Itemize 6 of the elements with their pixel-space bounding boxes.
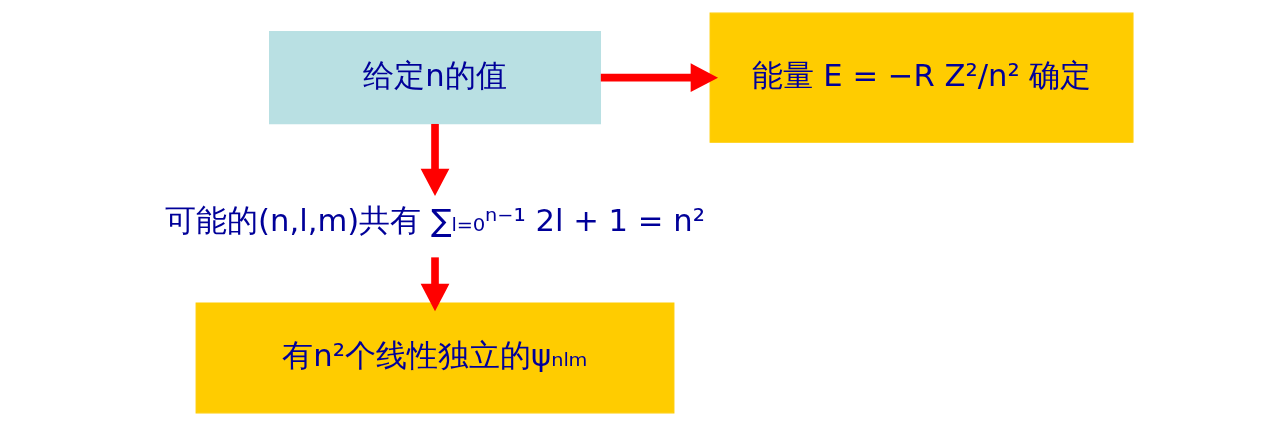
- node-box: 给定n的值: [268, 31, 601, 125]
- node-box: 能量 E = −R Z²/n² 确定: [709, 12, 1134, 143]
- arrow: [600, 63, 718, 92]
- node-box: 有n²个线性独立的ψₙₗₘ: [195, 302, 674, 414]
- arrow: [420, 123, 449, 197]
- node-text: 可能的(n,l,m)共有 ∑ₗ₌₀ⁿ⁻¹ 2l + 1 = n²: [164, 202, 705, 238]
